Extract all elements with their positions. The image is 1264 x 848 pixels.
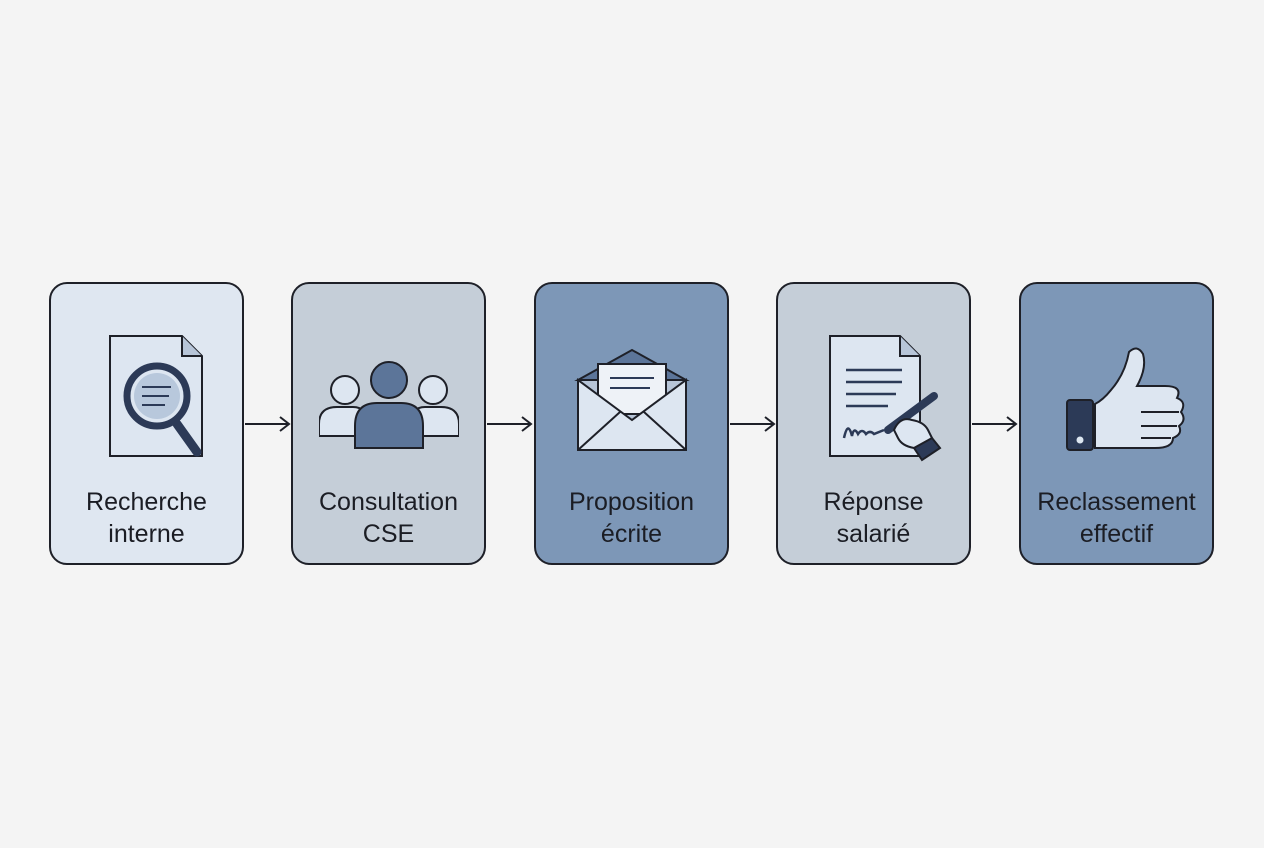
step-label-line-2: CSE: [362, 520, 415, 548]
step-label-line-1: Consultation: [319, 488, 458, 516]
thumbs-up-icon: [1021, 330, 1212, 470]
step-label: Réponse salarié: [778, 486, 969, 550]
arrow-icon: [487, 416, 533, 432]
step-label-line-1: Réponse: [823, 488, 924, 516]
step-recherche-interne: Recherche interne: [49, 282, 244, 565]
envelope-icon: [536, 330, 727, 470]
step-label-line-2: écrite: [600, 520, 663, 548]
step-label-line-1: Reclassement: [1037, 488, 1196, 516]
step-label-line-1: Recherche: [86, 488, 207, 516]
step-label-line-1: Proposition: [568, 488, 695, 516]
step-reponse-salarie: Réponse salarié: [776, 282, 971, 565]
group-icon: [293, 330, 484, 470]
step-proposition-ecrite: Proposition écrite: [534, 282, 729, 565]
step-label: Recherche interne: [51, 486, 242, 550]
step-label: Reclassement effectif: [1021, 486, 1212, 550]
arrow-icon: [730, 416, 776, 432]
arrow-icon: [972, 416, 1018, 432]
step-reclassement-effectif: Reclassement effectif: [1019, 282, 1214, 565]
document-search-icon: [51, 330, 242, 470]
signing-document-icon: [778, 330, 969, 470]
step-label-line-2: salarié: [836, 520, 911, 548]
step-label: Proposition écrite: [536, 486, 727, 550]
step-consultation-cse: Consultation CSE: [291, 282, 486, 565]
step-label-line-2: interne: [108, 520, 185, 548]
step-label-line-2: effectif: [1079, 520, 1154, 548]
step-label: Consultation CSE: [293, 486, 484, 550]
arrow-icon: [245, 416, 291, 432]
